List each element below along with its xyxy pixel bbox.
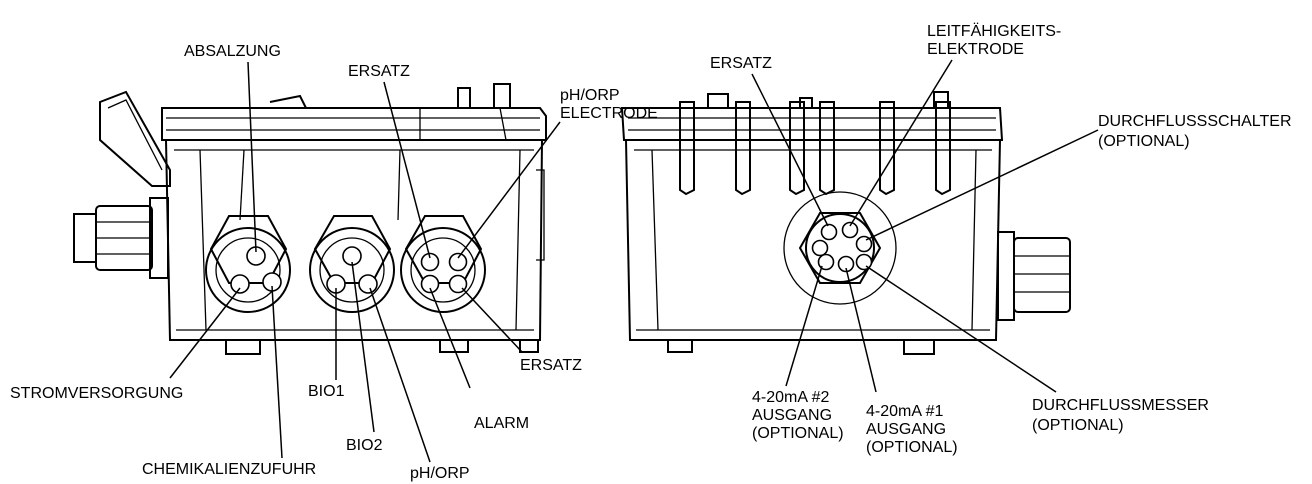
label-out2-line3: (OPTIONAL) (752, 425, 844, 442)
label-out1-line1: 4-20mA #1 (866, 403, 943, 420)
label-durchflussschalter-line2: (OPTIONAL) (1098, 133, 1190, 150)
ph-orp-electrode-pin (448, 252, 468, 272)
label-leitfaehigkeit-line1: LEITFÄHIGKEITS- (927, 22, 1061, 40)
connector-1 (205, 215, 291, 313)
label-bio1: BIO1 (308, 383, 345, 400)
out-2-pin (811, 239, 829, 257)
out-2-lower-pin (817, 253, 835, 271)
label-durchflussschalter-line1: DURCHFLUSSSCHALTER (1098, 113, 1292, 130)
durchflussschalter-pin (855, 235, 873, 253)
labels: ABSALZUNG ERSATZ pH/ORP ELECTRODE STROMV… (10, 22, 1292, 482)
left-enclosure (73, 83, 547, 355)
label-ersatz-left-right: ERSATZ (520, 357, 582, 374)
connector-3 (400, 215, 486, 313)
label-out1-line2: AUSGANG (866, 421, 946, 438)
label-stromversorgung: STROMVERSORGUNG (10, 385, 183, 402)
label-chemikalienzufuhr: CHEMIKALIENZUFUHR (142, 461, 316, 478)
label-ersatz-right-top: ERSATZ (710, 55, 772, 72)
label-out1-line3: (OPTIONAL) (866, 439, 958, 456)
label-leitfaehigkeit-line2: ELEKTRODE (927, 41, 1024, 58)
label-ph-orp: pH/ORP (410, 465, 470, 482)
ersatz-pin (820, 223, 838, 241)
out-1-pin (837, 255, 855, 273)
alarm-pin (420, 274, 440, 294)
label-ph-orp-electrode-line1: pH/ORP (560, 87, 620, 104)
right-enclosure (620, 91, 1071, 355)
leitfaehigkeit-pin (841, 221, 859, 239)
durchflussmesser-pin (855, 253, 873, 271)
label-durchflussmesser-line1: DURCHFLUSSMESSER (1032, 397, 1209, 414)
label-durchflussmesser-line2: (OPTIONAL) (1032, 417, 1124, 434)
label-out2-line2: AUSGANG (752, 407, 832, 424)
stromversorgung-pin (230, 274, 250, 294)
label-ersatz-left-top: ERSATZ (348, 63, 410, 80)
ersatz-pin-top-left (420, 252, 440, 272)
label-bio2: BIO2 (346, 437, 383, 454)
leader-lines (169, 59, 1099, 463)
label-ph-orp-electrode-line2: ELECTRODE (560, 105, 658, 122)
label-absalzung: ABSALZUNG (184, 43, 281, 60)
label-out2-line1: 4-20mA #2 (752, 389, 829, 406)
label-alarm: ALARM (474, 415, 529, 432)
connector-4 (783, 191, 897, 305)
ph-orp-pin (358, 274, 378, 294)
